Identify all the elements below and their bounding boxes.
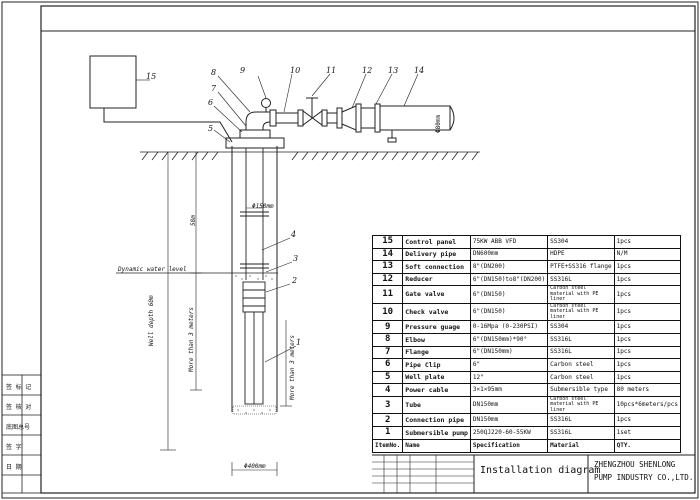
bom-cell-qty: 10pcs*6meters/pcs: [613, 395, 682, 415]
callout-4: 4: [291, 230, 297, 239]
dim-400: [231, 462, 278, 476]
callout-1: 1: [296, 338, 302, 347]
bom-cell-name: Name: [402, 438, 471, 453]
drawing-border: [40, 5, 696, 494]
bom-cell-qty: QTY.: [613, 438, 682, 453]
bom-cell-material: Carbon steel material with PE liner: [547, 285, 615, 304]
callout-6: 6: [208, 98, 214, 107]
submersible-pump: [242, 281, 266, 405]
side-label-4: 签 字: [6, 444, 22, 451]
bom-cell-no: ItemNo.: [371, 438, 404, 453]
callout-5: 5: [208, 124, 214, 133]
side-label-5: 日 期: [6, 464, 22, 471]
callout-13: 13: [388, 66, 399, 75]
bom-cell-no: 3: [371, 395, 404, 415]
bom-cell-name: Tube: [402, 395, 471, 415]
bom-cell-material: Material: [547, 438, 615, 453]
discharge-line: [269, 97, 455, 143]
left-margin-block: [1, 374, 42, 494]
callout-7: 7: [211, 84, 217, 93]
callout-11: 11: [326, 66, 337, 75]
dim-400-label: Φ400mm: [244, 463, 266, 470]
drawing-title: Installation diagram: [480, 465, 601, 476]
control-panel-cable: [103, 108, 233, 143]
side-label-2: 签 核 对: [6, 404, 32, 411]
company-name-line2: PUMP INDUSTRY CO.,LTD.: [594, 473, 694, 482]
callout-15: 15: [146, 72, 157, 81]
callout-8: 8: [211, 68, 217, 77]
bom-cell-no: 10: [371, 302, 404, 322]
callout-3: 3: [293, 254, 299, 263]
side-label-3: 底图总号: [6, 424, 31, 431]
dim-150-label: Φ150mm: [252, 203, 274, 210]
callout-10: 10: [290, 66, 301, 75]
discharge-pipe-size: Φ80mm: [435, 115, 442, 133]
callout-2: 2: [292, 276, 298, 285]
riser-pipe: [240, 148, 269, 280]
dim-vertical: [160, 152, 292, 451]
well-casing: [225, 129, 285, 412]
dynamic-water-level-label: Dynamic water level: [118, 266, 187, 273]
callout-9: 9: [240, 66, 246, 75]
water-dots: [235, 275, 273, 414]
ground-surface: [140, 151, 480, 161]
bom-cell-material: Carbon steel material with PE liner: [547, 302, 615, 322]
company-name-line1: ZHENGZHOU SHENLONG: [594, 460, 676, 469]
callout-14: 14: [414, 66, 425, 75]
well-bottom-hatch: [232, 405, 277, 415]
leader-lines: [136, 73, 419, 363]
side-label-1: 签 标 记: [6, 384, 32, 391]
callout-12: 12: [362, 66, 373, 75]
bom-cell-qty: 1pcs: [613, 302, 682, 322]
control-panel: [89, 55, 137, 109]
bom-cell-spec: Specification: [469, 438, 549, 453]
